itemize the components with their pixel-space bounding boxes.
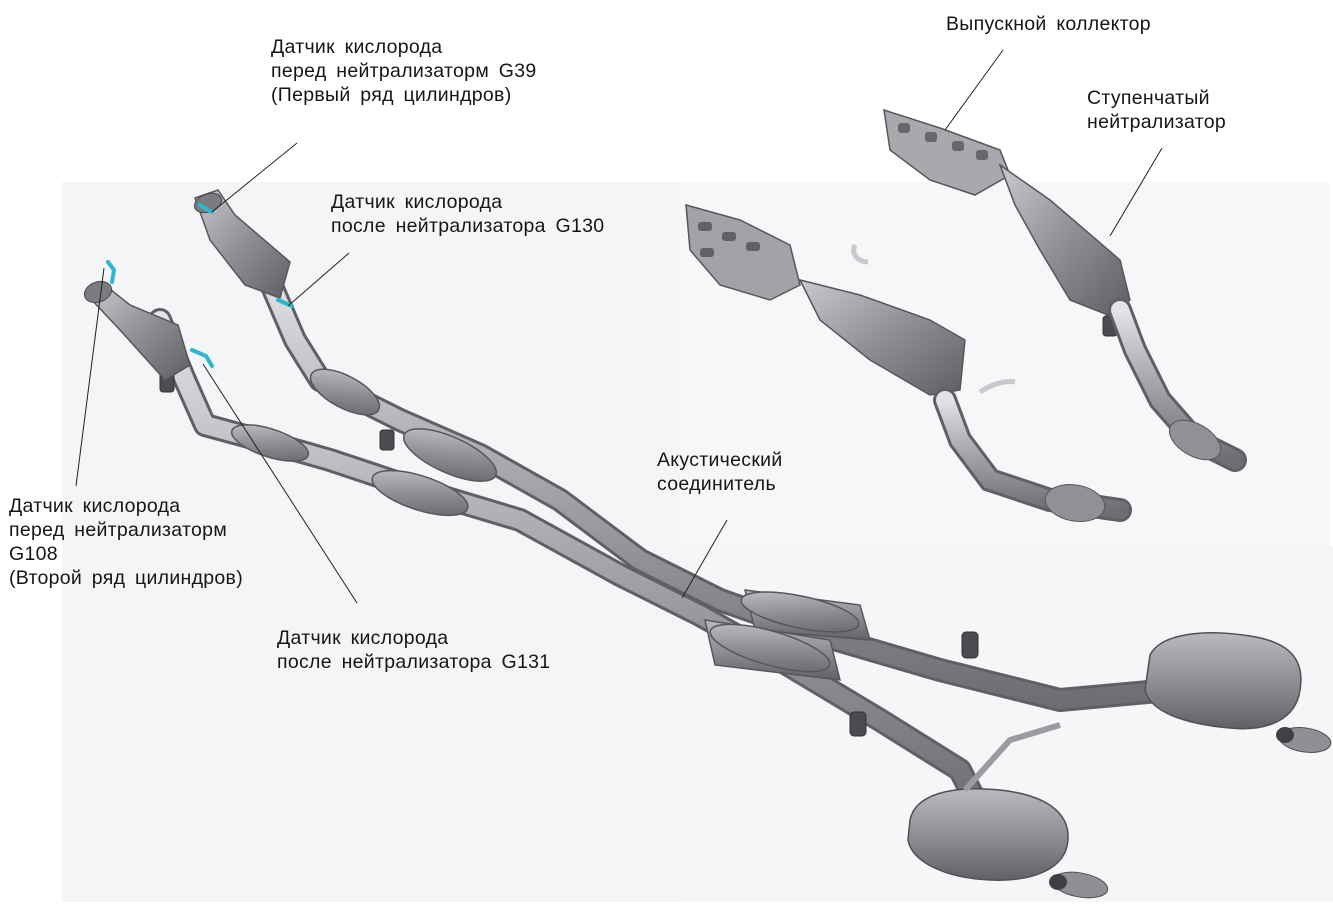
label-line: (Второй ряд цилиндров) [9, 566, 243, 590]
label-oxygen-sensor-g130: Датчик кислорода после нейтрализатора G1… [331, 190, 604, 238]
label-acoustic-coupler: Акустический соединитель [657, 448, 783, 496]
label-line: G108 [9, 542, 243, 566]
label-exhaust-manifold: Выпускной коллектор [946, 12, 1151, 36]
label-oxygen-sensor-g108: Датчик кислорода перед нейтрализаторм G1… [9, 494, 243, 590]
label-line: после нейтрализатора G131 [277, 650, 550, 674]
leader-manifold [945, 50, 1003, 130]
label-line: после нейтрализатора G130 [331, 214, 604, 238]
label-line: Датчик кислорода [271, 35, 537, 59]
label-line: перед нейтрализаторм G39 [271, 59, 537, 83]
label-line: перед нейтрализаторм [9, 518, 243, 542]
label-line: соединитель [657, 472, 783, 496]
label-line: Датчик кислорода [331, 190, 604, 214]
label-oxygen-sensor-g131: Датчик кислорода после нейтрализатора G1… [277, 626, 550, 674]
label-line: нейтрализатор [1087, 110, 1226, 134]
label-line: Выпускной коллектор [946, 12, 1151, 36]
label-line: Ступенчатый [1087, 86, 1226, 110]
label-line: Датчик кислорода [9, 494, 243, 518]
label-oxygen-sensor-g39: Датчик кислорода перед нейтрализаторм G3… [271, 35, 537, 107]
label-line: (Первый ряд цилиндров) [271, 83, 537, 107]
label-line: Акустический [657, 448, 783, 472]
label-line: Датчик кислорода [277, 626, 550, 650]
label-stepped-converter: Ступенчатый нейтрализатор [1087, 86, 1226, 134]
